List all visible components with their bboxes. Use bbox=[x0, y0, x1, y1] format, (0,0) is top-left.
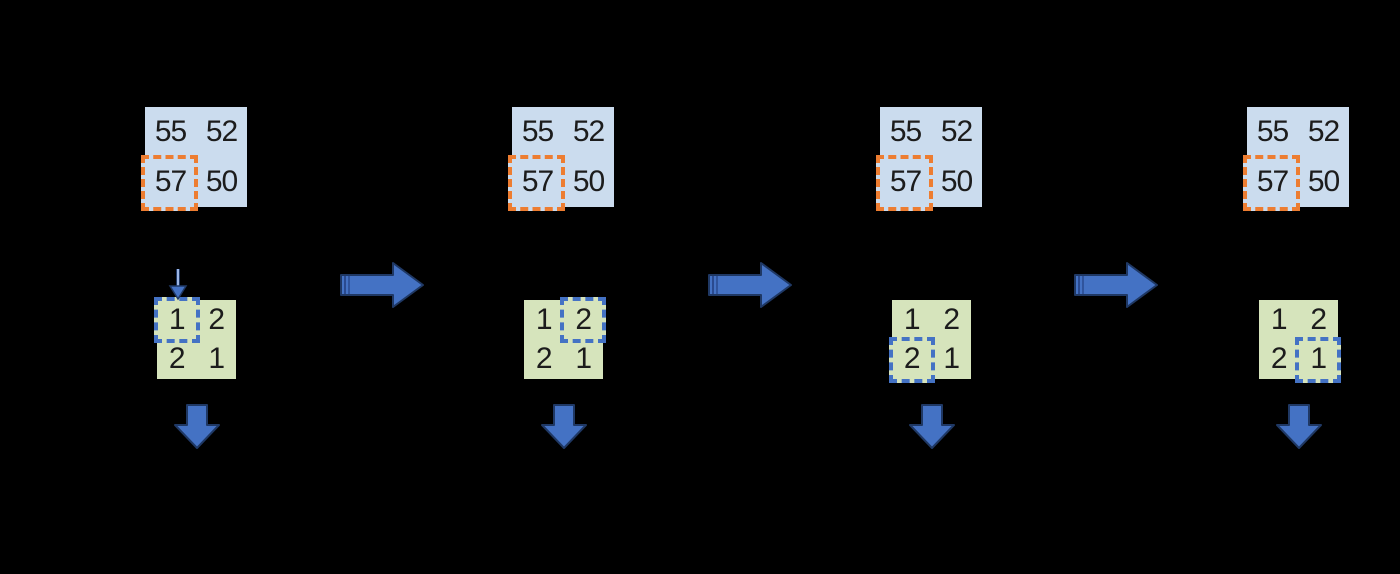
kernel-matrix-values: 1 2 2 1 bbox=[524, 300, 603, 379]
matrix-cell: 1 bbox=[208, 342, 225, 376]
matrix-cell: 50 bbox=[940, 165, 973, 198]
matrix-cell: 2 bbox=[535, 342, 553, 376]
pointer-arrow-icon bbox=[167, 267, 189, 301]
matrix-cell: 1 bbox=[1270, 302, 1288, 336]
input-highlight-box bbox=[1243, 155, 1300, 211]
matrix-cell: 1 bbox=[575, 342, 592, 376]
conv-step-panel-1: 55 52 57 50 1 2 2 1 bbox=[0, 0, 367, 574]
kernel-highlight-box bbox=[154, 297, 200, 343]
kernel-matrix-values: 1 2 2 1 bbox=[1259, 300, 1338, 379]
down-arrow-icon bbox=[540, 404, 588, 450]
matrix-cell: 55 bbox=[1256, 115, 1289, 148]
matrix-cell: 52 bbox=[940, 115, 973, 148]
conv-step-panel-2: 55 52 57 50 1 2 2 1 bbox=[367, 0, 734, 574]
matrix-cell: 1 bbox=[168, 302, 186, 336]
input-matrix-values: 55 52 57 50 bbox=[1247, 107, 1349, 207]
matrix-cell: 55 bbox=[521, 115, 554, 148]
matrix-cell: 57 bbox=[1256, 165, 1289, 198]
kernel-highlight-box bbox=[560, 297, 606, 343]
kernel-highlight-box bbox=[889, 337, 935, 383]
right-arrow-icon bbox=[340, 262, 424, 310]
input-matrix-values: 55 52 57 50 bbox=[512, 107, 614, 207]
matrix-cell: 2 bbox=[208, 302, 225, 336]
down-arrow-icon bbox=[908, 404, 956, 450]
conv-step-panel-3: 55 52 57 50 1 2 2 1 bbox=[735, 0, 1102, 574]
matrix-cell: 50 bbox=[572, 165, 605, 198]
matrix-cell: 2 bbox=[168, 342, 186, 376]
matrix-cell: 52 bbox=[1307, 115, 1340, 148]
matrix-cell: 55 bbox=[154, 115, 187, 148]
matrix-cell: 52 bbox=[205, 115, 238, 148]
input-matrix-values: 55 52 57 50 bbox=[880, 107, 982, 207]
matrix-cell: 2 bbox=[943, 302, 960, 336]
input-highlight-box bbox=[141, 155, 198, 211]
matrix-cell: 2 bbox=[903, 342, 921, 376]
kernel-matrix-values: 1 2 2 1 bbox=[157, 300, 236, 379]
matrix-cell: 2 bbox=[1270, 342, 1288, 376]
input-matrix-values: 55 52 57 50 bbox=[145, 107, 247, 207]
matrix-cell: 2 bbox=[1310, 302, 1327, 336]
input-highlight-box bbox=[508, 155, 565, 211]
matrix-cell: 1 bbox=[903, 302, 921, 336]
matrix-cell: 1 bbox=[535, 302, 553, 336]
right-arrow-icon bbox=[708, 262, 792, 310]
conv-step-panel-4: 55 52 57 50 1 2 2 1 bbox=[1102, 0, 1400, 574]
right-arrow-icon bbox=[1074, 262, 1158, 310]
matrix-cell: 52 bbox=[572, 115, 605, 148]
kernel-matrix-values: 1 2 2 1 bbox=[892, 300, 971, 379]
matrix-cell: 1 bbox=[943, 342, 960, 376]
matrix-cell: 1 bbox=[1310, 342, 1327, 376]
matrix-cell: 55 bbox=[889, 115, 922, 148]
input-highlight-box bbox=[876, 155, 933, 211]
kernel-highlight-box bbox=[1295, 337, 1341, 383]
matrix-cell: 2 bbox=[575, 302, 592, 336]
matrix-cell: 50 bbox=[205, 165, 238, 198]
matrix-cell: 57 bbox=[521, 165, 554, 198]
matrix-cell: 50 bbox=[1307, 165, 1340, 198]
matrix-cell: 57 bbox=[154, 165, 187, 198]
matrix-cell: 57 bbox=[889, 165, 922, 198]
down-arrow-icon bbox=[1275, 404, 1323, 450]
down-arrow-icon bbox=[173, 404, 221, 450]
